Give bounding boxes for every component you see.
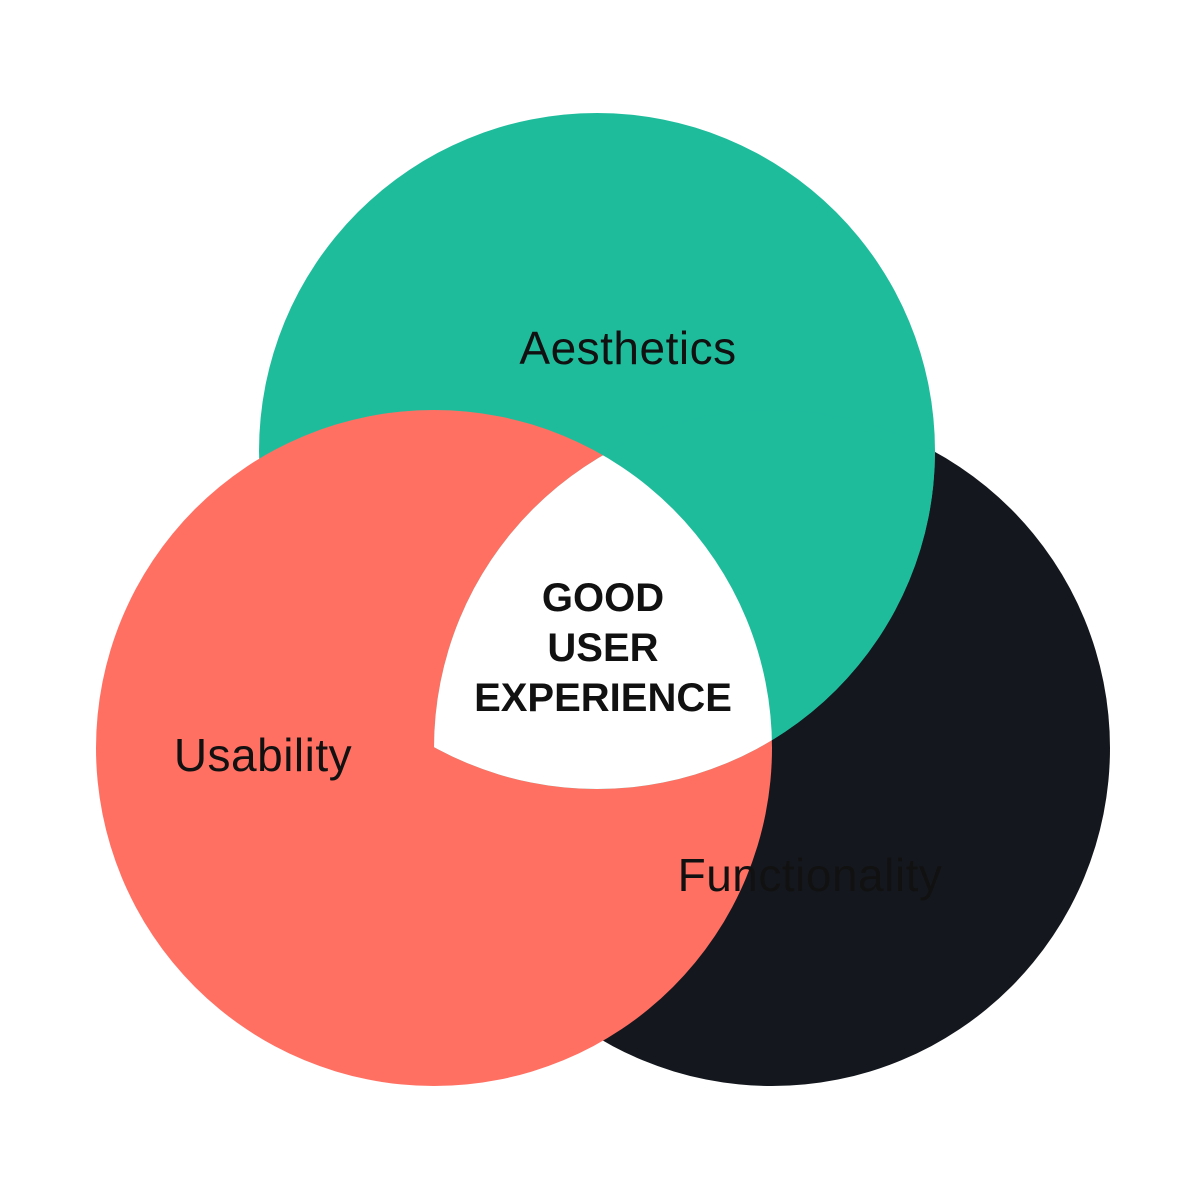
- center-label-line-2: USER: [547, 626, 658, 670]
- usability-label: Usability: [174, 729, 352, 781]
- center-label-line-1: GOOD: [542, 576, 664, 620]
- functionality-label: Functionality: [678, 849, 943, 901]
- center-label-line-3: EXPERIENCE: [474, 676, 732, 720]
- aesthetics-label: Aesthetics: [519, 322, 736, 374]
